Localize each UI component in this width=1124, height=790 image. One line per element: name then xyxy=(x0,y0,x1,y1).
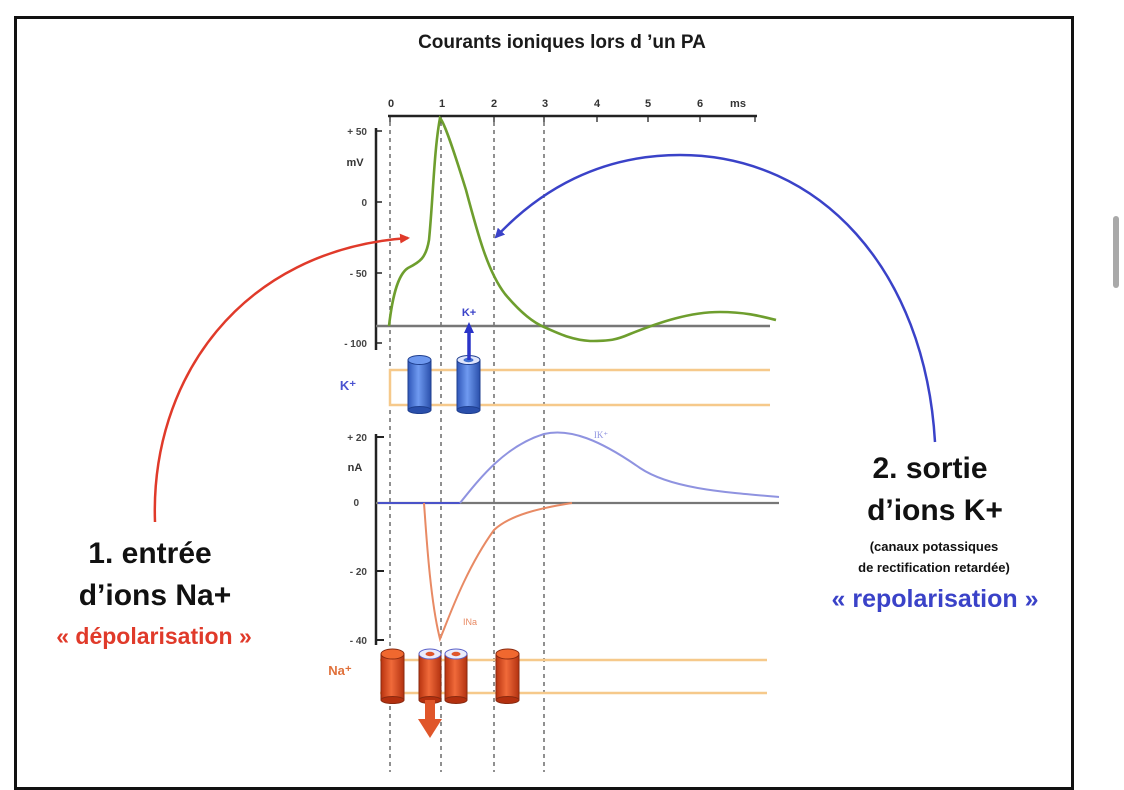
k-channel-closed xyxy=(407,355,432,414)
repolarisation-label: « repolarisation » xyxy=(831,585,1038,613)
time-tick-1: 1 xyxy=(439,98,445,110)
k-efflux-label: K+ xyxy=(462,307,476,319)
vertical-scrollbar[interactable] xyxy=(1113,216,1119,288)
na-channel-closed-1 xyxy=(380,648,405,704)
current-panel: + 20 nA 0 - 20 - 40 IK⁺ INa xyxy=(347,430,780,647)
ik-label: IK⁺ xyxy=(594,430,608,440)
k-channel-membrane: K⁺ K+ xyxy=(340,307,770,414)
k-step-subtitle: d’ions K+ xyxy=(867,494,1003,527)
mv-tick-minus100: - 100 xyxy=(344,339,367,350)
voltage-panel: + 50 mV 0 - 50 - 100 xyxy=(344,115,777,350)
time-tick-0: 0 xyxy=(388,98,394,110)
k-efflux-arrow xyxy=(464,322,474,360)
na-channel-membrane: Na⁺ xyxy=(328,648,767,738)
depolarisation-label: « dépolarisation » xyxy=(56,623,252,649)
time-tick-6: 6 xyxy=(697,98,703,110)
depolarisation-arrow xyxy=(153,233,410,523)
mv-unit: mV xyxy=(346,157,364,169)
na-step-subtitle: d’ions Na+ xyxy=(79,579,232,612)
time-axis: 0 1 2 3 4 5 6 ms xyxy=(388,98,757,122)
mv-tick-0: 0 xyxy=(361,198,367,209)
mv-tick-plus50: + 50 xyxy=(347,127,367,138)
repolarisation-arrow xyxy=(494,153,937,443)
na-channel-closed-2 xyxy=(495,648,520,704)
left-annotation: 1. entrée d’ions Na+ « dépolarisation » xyxy=(56,537,252,649)
na-channel-label: Na⁺ xyxy=(328,663,352,678)
ina-label: INa xyxy=(463,617,477,627)
k-channel-note-1: (canaux potassiques xyxy=(870,539,999,554)
na-step-title: 1. entrée xyxy=(88,537,211,570)
na-channel-open-2 xyxy=(444,648,468,704)
na-tick-minus20: - 20 xyxy=(350,567,368,578)
diagram-title: Courants ioniques lors d ’un PA xyxy=(418,32,706,53)
k-channel-label: K⁺ xyxy=(340,378,356,393)
na-tick-plus20: + 20 xyxy=(347,433,367,444)
time-unit: ms xyxy=(730,98,746,110)
na-channel-open-1 xyxy=(418,648,442,704)
ina-curve xyxy=(423,502,573,643)
na-influx-arrow xyxy=(418,700,442,738)
k-step-title: 2. sortie xyxy=(872,452,987,485)
time-tick-4: 4 xyxy=(594,98,601,110)
na-tick-minus40: - 40 xyxy=(350,636,368,647)
time-tick-2: 2 xyxy=(491,98,497,110)
k-channel-open xyxy=(456,355,481,414)
na-unit: nA xyxy=(348,462,363,474)
action-potential-curve xyxy=(387,115,777,343)
right-annotation: 2. sortie d’ions K+ (canaux potassiques … xyxy=(831,452,1038,613)
time-tick-5: 5 xyxy=(645,98,651,110)
mv-tick-minus50: - 50 xyxy=(350,269,368,280)
na-tick-0: 0 xyxy=(353,498,359,509)
ik-curve xyxy=(459,431,780,504)
time-tick-3: 3 xyxy=(542,98,548,110)
k-channel-note-2: de rectification retardée) xyxy=(858,560,1010,575)
